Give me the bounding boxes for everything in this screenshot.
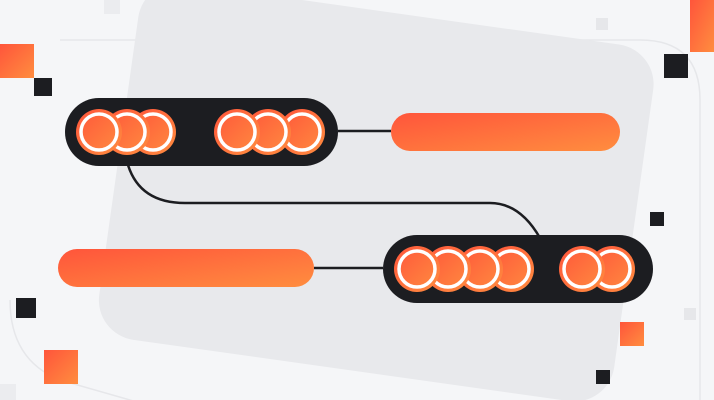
deco-square xyxy=(0,44,34,78)
orange-bar xyxy=(391,113,620,151)
deco-square xyxy=(664,54,688,78)
deco-square xyxy=(596,18,608,30)
deco-square xyxy=(16,298,36,318)
deco-square xyxy=(0,384,16,400)
token-circle xyxy=(76,109,122,155)
deco-square xyxy=(650,212,664,226)
orange-bar xyxy=(58,249,314,287)
connector-curve xyxy=(126,164,542,239)
deco-square xyxy=(684,308,696,320)
token-ring xyxy=(79,112,119,152)
background-panel xyxy=(98,0,654,400)
deco-square xyxy=(34,78,52,96)
deco-square xyxy=(104,0,120,14)
token-circle xyxy=(394,246,440,292)
token-ring xyxy=(217,112,257,152)
deco-square xyxy=(44,350,78,384)
token-ring xyxy=(397,249,437,289)
deco-square xyxy=(690,0,714,52)
deco-square xyxy=(596,370,610,384)
token-ring xyxy=(562,249,602,289)
deco-square xyxy=(620,322,644,346)
token-circle xyxy=(559,246,605,292)
token-circle xyxy=(214,109,260,155)
